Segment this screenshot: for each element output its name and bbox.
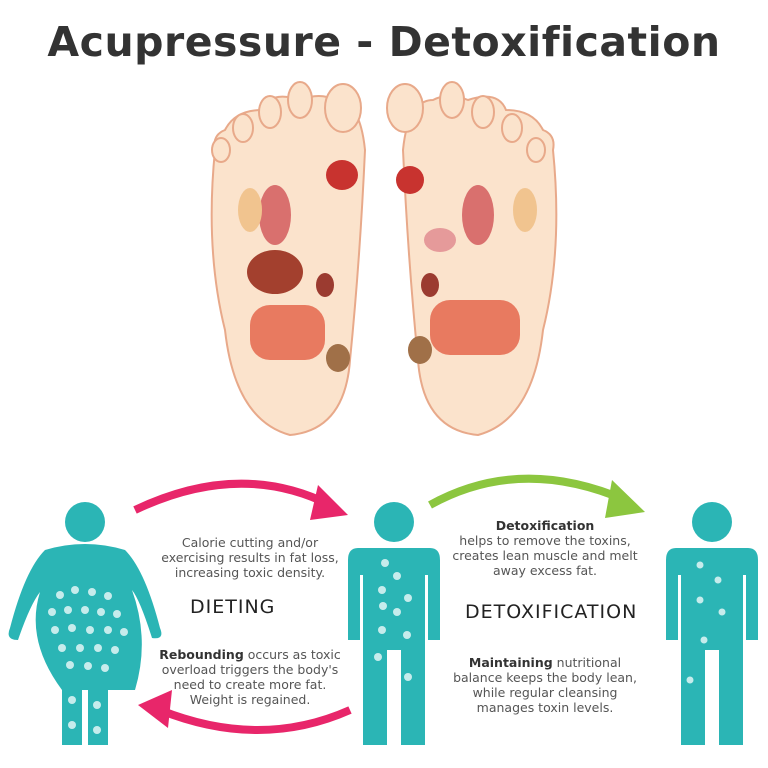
maintaining-description: Maintaining nutritional balance keeps th… <box>450 655 640 715</box>
detox-label: Detoxification <box>495 518 595 533</box>
dieting-heading: DIETING <box>190 596 276 618</box>
right-foot-reflexology-map <box>386 81 558 437</box>
detox-text: helps to remove the toxins, creates lean… <box>452 533 638 578</box>
dieting-bottom-arrowhead <box>138 690 172 728</box>
toxin-dots-overweight <box>48 586 128 734</box>
person-figure-after-dieting <box>348 502 440 745</box>
dieting-description: Calorie cutting and/or exercising result… <box>161 535 339 580</box>
dieting-top-arrowhead <box>310 485 348 520</box>
lean-person-figure <box>666 502 758 745</box>
maintaining-text: nutritional balance keeps the body lean,… <box>453 655 637 715</box>
rebounding-label: Rebounding <box>159 647 244 662</box>
detox-arrowhead <box>605 480 645 518</box>
maintaining-label: Maintaining <box>468 655 553 670</box>
rebounding-description: Rebounding occurs as toxic overload trig… <box>155 647 345 707</box>
dieting-top-arrow <box>133 479 332 514</box>
toxin-dots-lean <box>686 561 726 684</box>
detox-arrow <box>428 474 627 509</box>
overweight-person-figure <box>8 502 162 745</box>
left-foot-reflexology-map <box>210 81 367 437</box>
dieting-bottom-arrow <box>158 706 352 734</box>
rebounding-text: occurs as toxic overload triggers the bo… <box>161 647 341 707</box>
page-title: Acupressure - Detoxification <box>47 18 721 66</box>
toxin-dots-middle <box>374 559 412 681</box>
detoxification-heading: DETOXIFICATION <box>465 601 638 623</box>
